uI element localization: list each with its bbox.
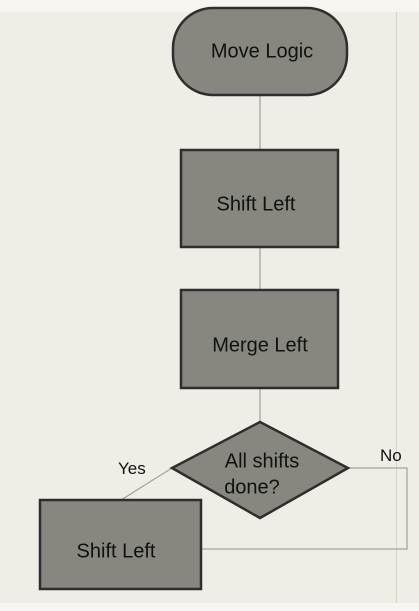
connectors bbox=[120, 96, 408, 550]
shift-left-node-1: Shift Left bbox=[179, 148, 340, 249]
merge-left-node-label: Merge Left bbox=[212, 334, 308, 356]
canvas-bottom-edge bbox=[0, 603, 419, 611]
shift-left-node-2-shape bbox=[38, 498, 203, 591]
decision-node: All shifts done? bbox=[169, 420, 351, 520]
shift-left-node-2: Shift Left bbox=[38, 498, 203, 591]
start-node: Move Logic bbox=[171, 6, 349, 97]
shift-left-node-2-label: Shift Left bbox=[77, 540, 156, 562]
start-node-shape bbox=[171, 6, 349, 97]
page-edge-divider bbox=[396, 12, 397, 603]
connector-yes-branch bbox=[120, 467, 173, 501]
merge-left-node-shape bbox=[179, 288, 340, 390]
shift-left-node-1-label: Shift Left bbox=[217, 193, 296, 215]
decision-node-label-line1: All shifts bbox=[225, 450, 299, 472]
shift-left-node-1-shape bbox=[179, 148, 340, 249]
start-node-label: Move Logic bbox=[211, 40, 313, 62]
yes-branch-label: Yes bbox=[118, 459, 146, 478]
connector-no-branch bbox=[202, 467, 408, 550]
decision-node-label-line2: done? bbox=[224, 476, 280, 498]
decision-node-shape bbox=[169, 420, 351, 520]
merge-left-node: Merge Left bbox=[179, 288, 340, 390]
no-branch-label: No bbox=[380, 446, 402, 465]
